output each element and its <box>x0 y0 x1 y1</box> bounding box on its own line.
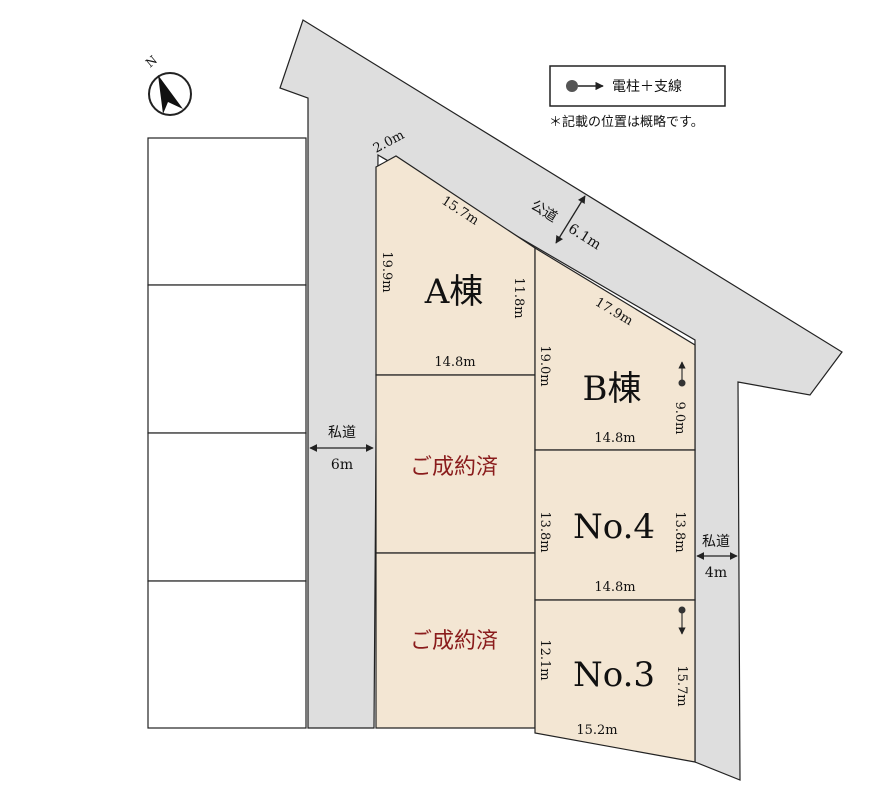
lot-a-name: A棟 <box>424 272 484 312</box>
lot-a-bottom: 14.8m <box>434 355 475 370</box>
neighbor-lot <box>147 580 307 729</box>
neighbor-lot <box>147 137 307 286</box>
lot-no3-bottom: 15.2m <box>576 723 617 738</box>
lot-no3-right: 15.7m <box>674 665 689 706</box>
legend-label: 電柱＋支線 <box>612 79 682 95</box>
legend-note: ＊記載の位置は概略です。 <box>549 114 704 130</box>
north-label: N <box>143 53 160 70</box>
neighbor-lot <box>147 432 307 582</box>
lot-b-left: 19.0m <box>537 345 552 386</box>
neighbor-lot <box>147 284 307 434</box>
lot-b-labels: 17.9m 19.0m B棟 9.0m 14.8m <box>537 295 687 446</box>
private-road-left-width: 6m <box>331 457 353 473</box>
lot-no3 <box>534 599 696 763</box>
lot-b-bottom: 14.8m <box>594 431 635 446</box>
north-arrow-icon <box>158 75 183 114</box>
lot-no3-name: No.3 <box>573 655 655 695</box>
lot-no4-left: 13.8m <box>537 511 552 552</box>
lot-no4-bottom: 14.8m <box>594 580 635 595</box>
private-road-right-width: 4m <box>705 565 727 581</box>
legend: 電柱＋支線 ＊記載の位置は概略です。 <box>549 65 726 130</box>
lot-b-name: B棟 <box>583 369 642 409</box>
lot-no3-labels: 12.1m No.3 15.7m 15.2m <box>537 606 689 738</box>
lot-no4-labels: 13.8m No.4 13.8m 14.8m <box>537 507 687 595</box>
private-road-left-name: 私道 <box>328 425 356 441</box>
public-road-width-arrow <box>555 195 586 244</box>
private-road-right-annotation: 私道 4m <box>696 534 738 581</box>
north-compass: N <box>143 53 192 116</box>
neighbor-lots <box>147 137 307 729</box>
utility-pole-icon <box>566 80 578 92</box>
private-road-right-name: 私道 <box>702 534 730 550</box>
lot-sold-2-status: ご成約済 <box>410 629 498 654</box>
lot-sold-1-status: ご成約済 <box>410 455 498 480</box>
lot-b-right: 9.0m <box>672 401 687 434</box>
lot-a-left: 19.9m <box>379 251 394 292</box>
lot-a-right: 11.8m <box>511 277 526 318</box>
lot-no3-left: 12.1m <box>537 639 552 680</box>
private-road-left-annotation: 私道 6m <box>309 425 374 473</box>
lots <box>375 155 696 763</box>
lot-no4-right: 13.8m <box>672 511 687 552</box>
lot-no4-name: No.4 <box>573 507 655 547</box>
